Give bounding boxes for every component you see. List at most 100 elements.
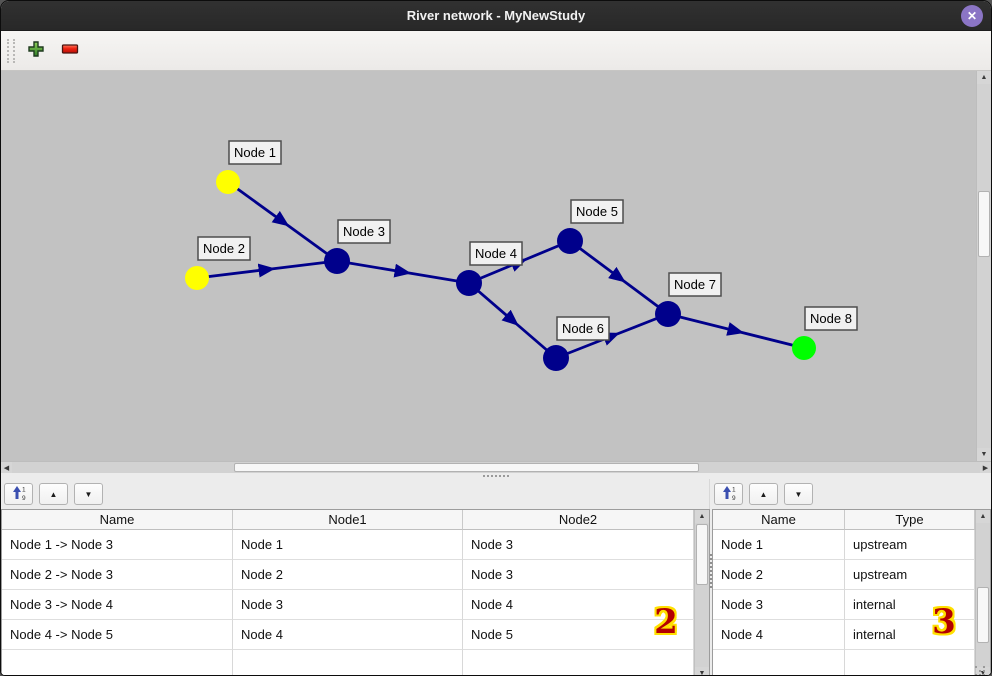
column-header[interactable]: Name <box>713 510 845 530</box>
svg-text:Node 8: Node 8 <box>810 311 852 326</box>
nodes-move-down-button[interactable]: ▼ <box>784 483 813 505</box>
column-header[interactable]: Node2 <box>463 510 694 530</box>
river-node[interactable] <box>557 228 583 254</box>
table-splitter[interactable] <box>710 509 712 675</box>
scroll-down-icon[interactable]: ▼ <box>976 667 990 675</box>
river-node[interactable] <box>792 336 816 360</box>
scroll-right-icon[interactable]: ▶ <box>980 462 991 473</box>
river-node[interactable] <box>324 248 350 274</box>
table-cell[interactable] <box>233 650 463 675</box>
nodes-sort-button[interactable]: 1 9 <box>714 483 743 505</box>
network-canvas[interactable]: Node 1 Node 2 Node 3 Node 4 Node 5 Node 6 Node… <box>1 71 976 461</box>
scroll-left-icon[interactable]: ◀ <box>1 462 12 473</box>
titlebar[interactable]: River network - MyNewStudy ✕ <box>1 1 991 31</box>
table-cell[interactable]: Node 2 -> Node 3 <box>2 560 233 590</box>
canvas-horizontal-scrollbar[interactable]: ◀ ▶ <box>1 461 991 473</box>
canvas-vertical-scrollbar[interactable]: ▲ ▼ <box>976 71 991 461</box>
links-move-up-button[interactable]: ▲ <box>39 483 68 505</box>
scroll-down-icon[interactable]: ▼ <box>977 448 991 461</box>
table-cell[interactable]: Node 1 <box>713 530 845 560</box>
table-cell[interactable]: Node 3 -> Node 4 <box>2 590 233 620</box>
links-sort-button[interactable]: 1 9 <box>4 483 33 505</box>
nodes-scroll-thumb[interactable] <box>977 587 989 643</box>
links-scroll-track[interactable] <box>695 523 709 667</box>
nodes-move-up-button[interactable]: ▲ <box>749 483 778 505</box>
table-cell[interactable]: upstream <box>845 530 975 560</box>
river-link[interactable] <box>468 281 557 360</box>
table-cell[interactable]: Node 3 <box>463 560 694 590</box>
node-label[interactable]: Node 4 <box>469 241 523 266</box>
table-cell[interactable]: Node 3 <box>713 590 845 620</box>
river-node[interactable] <box>185 266 209 290</box>
links-scroll-thumb[interactable] <box>696 524 708 585</box>
remove-button[interactable] <box>57 38 83 64</box>
add-button[interactable] <box>23 38 49 64</box>
river-link[interactable] <box>196 259 338 280</box>
links-table-scrollbar[interactable]: ▲ ▼ <box>694 510 709 675</box>
node-label[interactable]: Node 7 <box>668 272 722 297</box>
table-row[interactable] <box>713 650 975 675</box>
close-button[interactable]: ✕ <box>961 5 983 27</box>
canvas-vscroll-thumb[interactable] <box>978 191 990 257</box>
table-cell[interactable] <box>845 650 975 675</box>
river-link[interactable] <box>227 180 338 263</box>
table-cell[interactable]: Node 1 <box>233 530 463 560</box>
nodes-table-scrollbar[interactable]: ▲ ▼ <box>975 510 990 675</box>
node-label[interactable]: Node 8 <box>804 306 858 331</box>
links-move-down-button[interactable]: ▼ <box>74 483 103 505</box>
river-node[interactable] <box>543 345 569 371</box>
table-cell[interactable]: internal <box>845 620 975 650</box>
nodes-scroll-track[interactable] <box>976 523 990 667</box>
table-cell[interactable]: Node 2 <box>233 560 463 590</box>
river-link[interactable] <box>336 259 470 285</box>
column-header[interactable]: Name <box>2 510 233 530</box>
river-node[interactable] <box>655 301 681 327</box>
table-row[interactable] <box>2 650 694 675</box>
scroll-down-icon[interactable]: ▼ <box>695 667 709 675</box>
column-header[interactable]: Type <box>845 510 975 530</box>
node-label[interactable]: Node 1 <box>228 140 282 165</box>
table-cell[interactable] <box>713 650 845 675</box>
node-label[interactable]: Node 6 <box>556 316 610 341</box>
table-cell[interactable]: Node 2 <box>713 560 845 590</box>
table-cell[interactable]: Node 4 <box>233 620 463 650</box>
table-cell[interactable]: Node 5 <box>463 620 694 650</box>
river-link[interactable] <box>569 239 669 316</box>
node-label[interactable]: Node 5 <box>570 199 624 224</box>
river-link[interactable] <box>667 312 805 350</box>
table-cell[interactable]: internal <box>845 590 975 620</box>
table-cell[interactable]: Node 3 <box>233 590 463 620</box>
table-cell[interactable]: Node 4 <box>713 620 845 650</box>
table-cell[interactable]: Node 4 -> Node 5 <box>2 620 233 650</box>
window-title: River network - MyNewStudy <box>406 8 586 23</box>
scroll-up-icon[interactable]: ▲ <box>695 510 709 523</box>
table-cell[interactable] <box>2 650 233 675</box>
river-node[interactable] <box>456 270 482 296</box>
node-label[interactable]: Node 3 <box>337 219 391 244</box>
table-cell[interactable]: Node 3 <box>463 530 694 560</box>
column-header[interactable]: Node1 <box>233 510 463 530</box>
scroll-up-icon[interactable]: ▲ <box>976 510 990 523</box>
table-cell[interactable]: Node 1 -> Node 3 <box>2 530 233 560</box>
river-node[interactable] <box>216 170 240 194</box>
scroll-up-icon[interactable]: ▲ <box>977 71 991 84</box>
canvas-hscroll-track[interactable] <box>12 462 980 473</box>
table-cell[interactable]: upstream <box>845 560 975 590</box>
river-link[interactable] <box>555 312 669 360</box>
table-cell[interactable] <box>463 650 694 675</box>
resize-grip-icon[interactable] <box>975 666 977 668</box>
table-cell[interactable]: Node 4 <box>463 590 694 620</box>
canvas-hscroll-thumb[interactable] <box>234 463 699 472</box>
canvas-vscroll-track[interactable] <box>977 84 991 448</box>
horizontal-splitter[interactable] <box>1 473 991 479</box>
toolbar-drag-handle[interactable] <box>7 38 15 63</box>
node-label[interactable]: Node 2 <box>197 236 251 261</box>
